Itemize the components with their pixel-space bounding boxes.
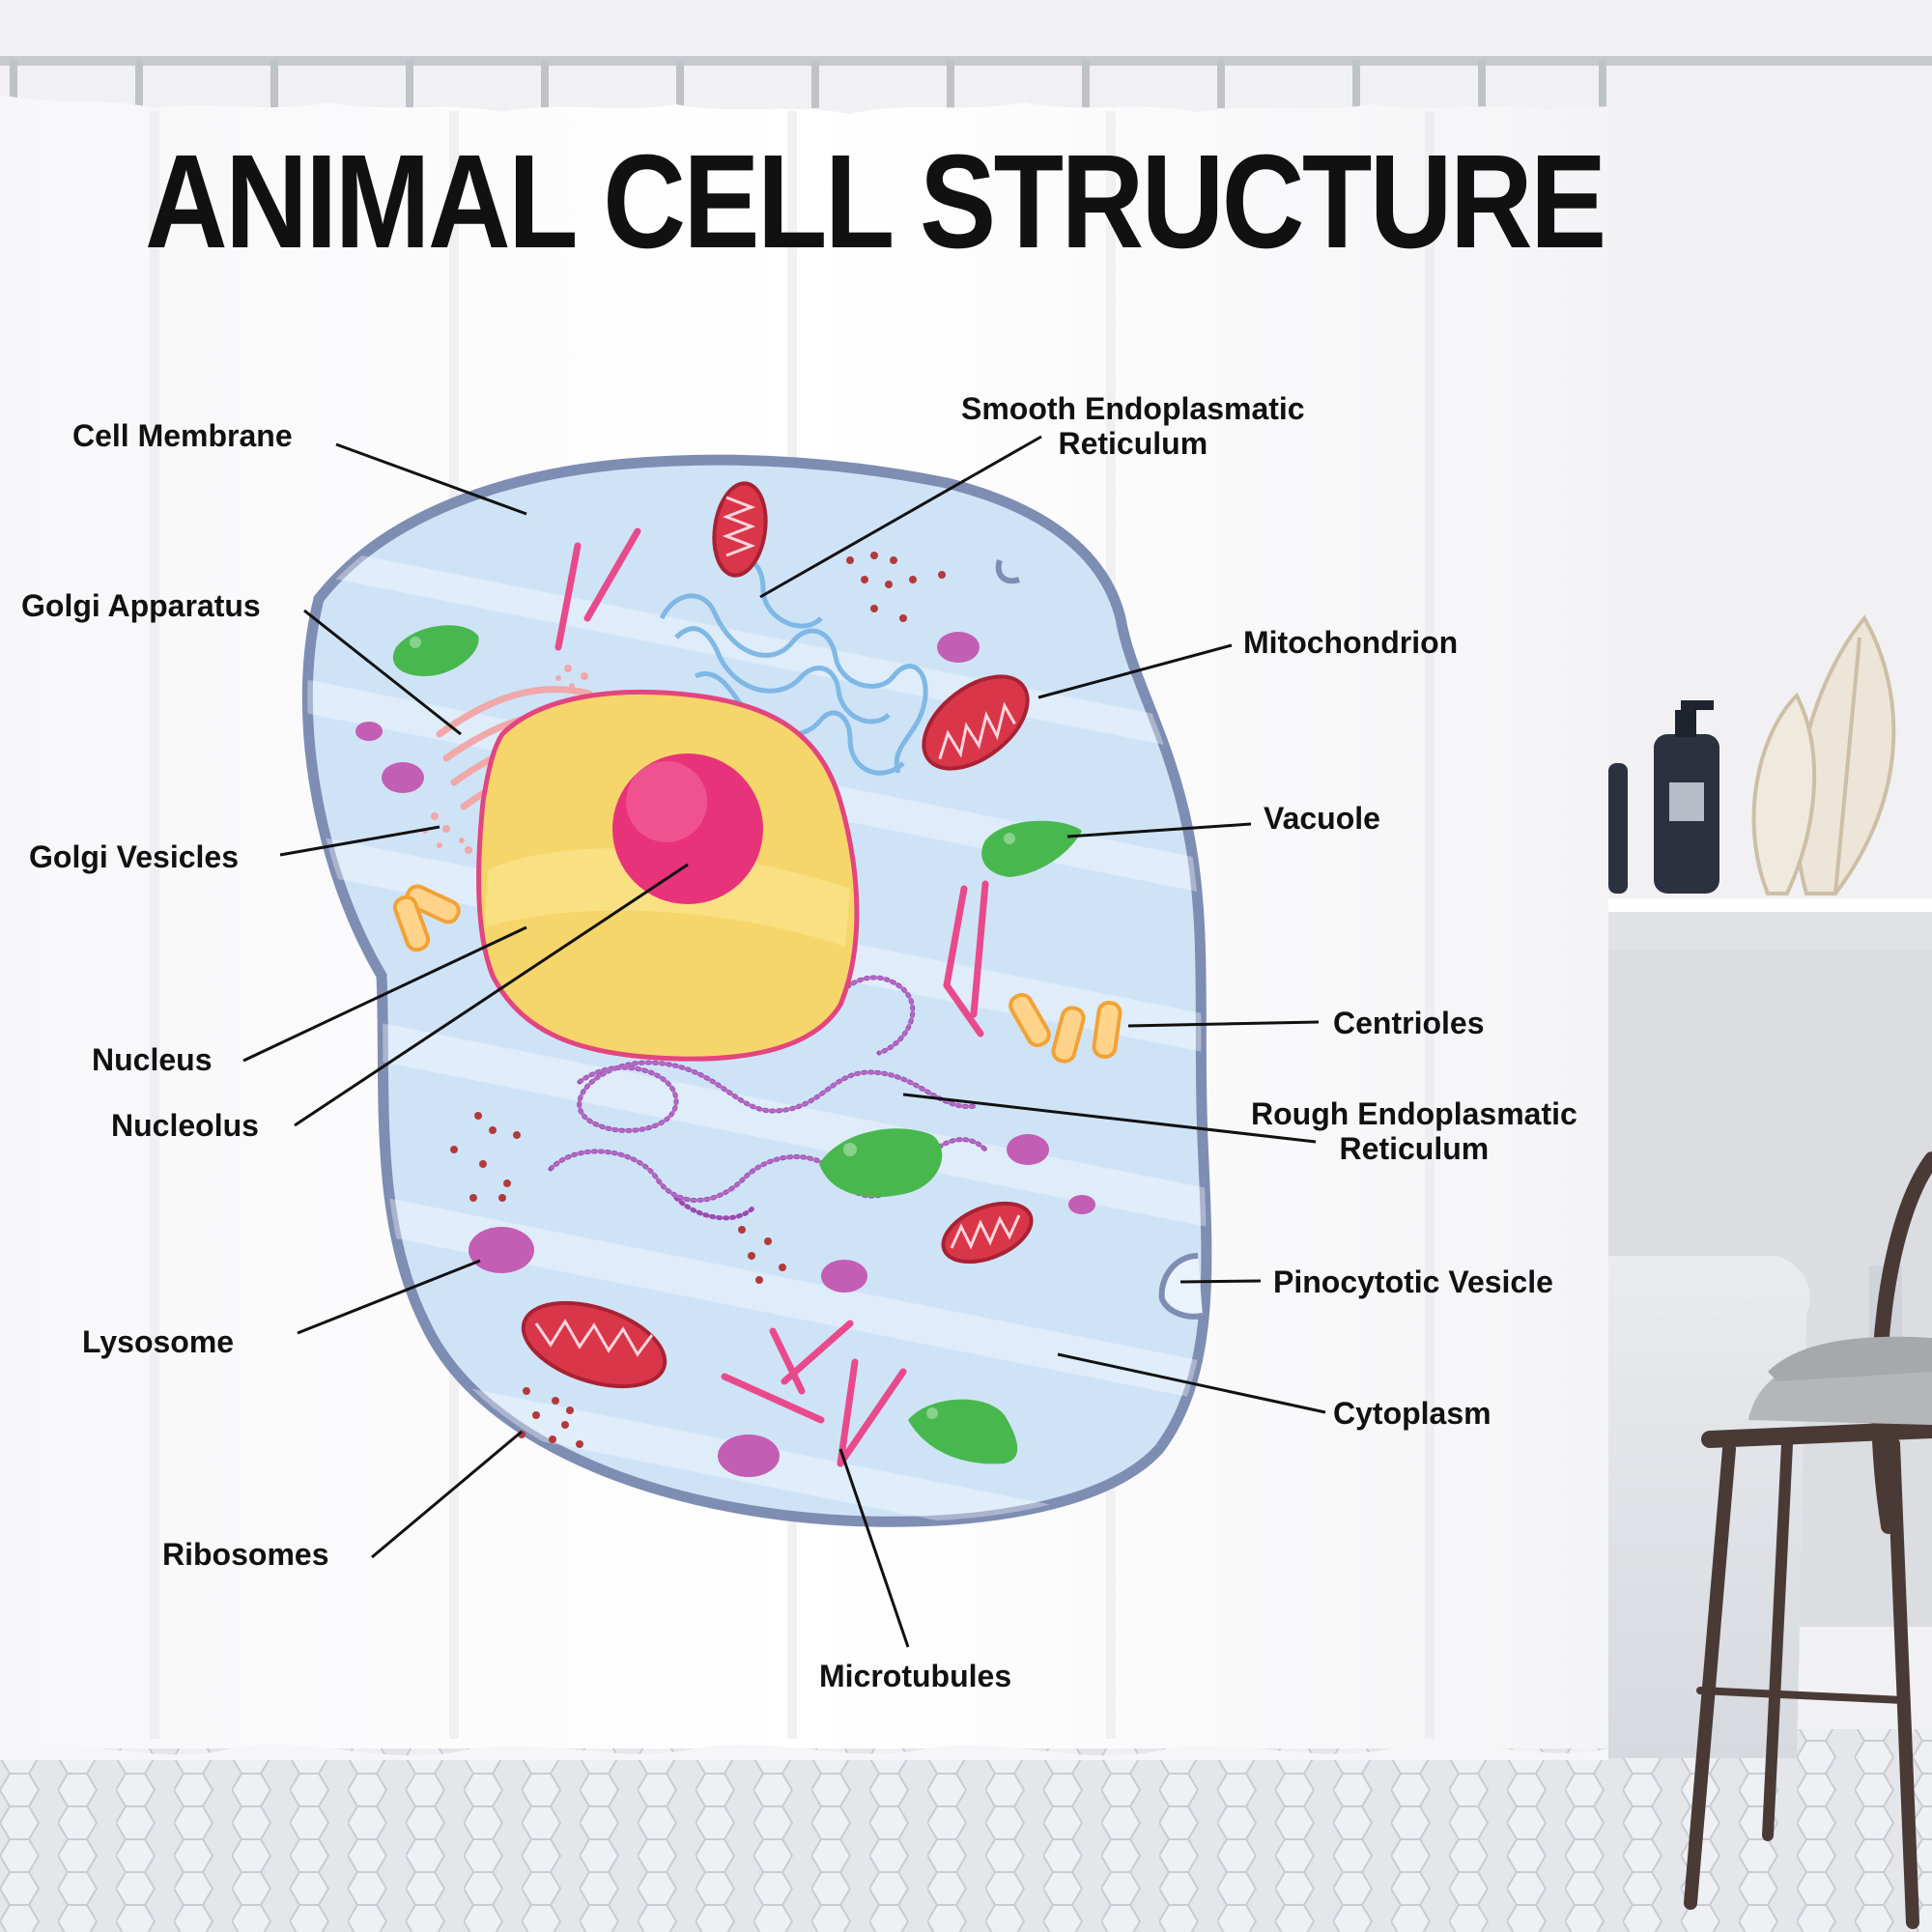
label-leader-lines — [242, 435, 1326, 1648]
decor-leaves — [1751, 614, 1896, 895]
mitochondrion — [941, 1201, 1034, 1264]
label-cytoplasm: Cytoplasm — [1333, 1396, 1492, 1431]
label-lysosome: Lysosome — [82, 1324, 235, 1359]
pinocytotic-vesicle — [1158, 1253, 1204, 1320]
label-mitochondrion: Mitochondrion — [1243, 625, 1459, 660]
golgi-vesicles — [422, 665, 588, 854]
label-rough-er-line1: Rough Endoplasmatic — [1251, 1096, 1577, 1131]
tiled-floor — [0, 1729, 1932, 1932]
label-golgi-apparatus: Golgi Apparatus — [21, 588, 261, 623]
diagram-title: ANIMAL CELL STRUCTURE — [145, 128, 1606, 276]
label-nucleus: Nucleus — [92, 1042, 213, 1077]
label-cell-membrane: Cell Membrane — [72, 418, 293, 453]
curtain-rings — [10, 60, 1606, 108]
label-nucleolus: Nucleolus — [111, 1108, 259, 1143]
label-rough-er-line2: Reticulum — [1339, 1130, 1490, 1166]
label-pinocytotic-vesicle: Pinocytotic Vesicle — [1273, 1264, 1553, 1299]
microtubules — [554, 527, 989, 1467]
centrioles — [392, 884, 1122, 1064]
animal-cell-diagram — [301, 454, 1212, 1527]
curtain-rod — [0, 56, 1932, 66]
curtain-hem — [0, 1744, 1608, 1760]
lysosome — [355, 632, 1095, 1477]
label-smooth-er: Smooth Endoplasmatic Reticulum — [961, 391, 1305, 462]
label-ribosomes: Ribosomes — [162, 1537, 329, 1572]
label-smooth-er-line1: Smooth Endoplasmatic — [961, 391, 1305, 426]
label-vacuole: Vacuole — [1264, 801, 1380, 836]
mitochondrion — [712, 481, 768, 578]
vacuole — [392, 625, 1082, 1464]
ribosomes — [450, 552, 946, 1448]
mitochondrion — [922, 674, 1030, 771]
mitochondrion — [521, 1300, 668, 1389]
label-golgi-vesicles: Golgi Vesicles — [29, 839, 239, 874]
label-rough-er: Rough Endoplasmatic Reticulum — [1251, 1096, 1577, 1167]
chair — [1684, 1151, 1932, 1929]
label-microtubules: Microtubules — [819, 1659, 1012, 1693]
label-smooth-er-line2: Reticulum — [1058, 425, 1208, 461]
label-centrioles: Centrioles — [1333, 1006, 1485, 1040]
